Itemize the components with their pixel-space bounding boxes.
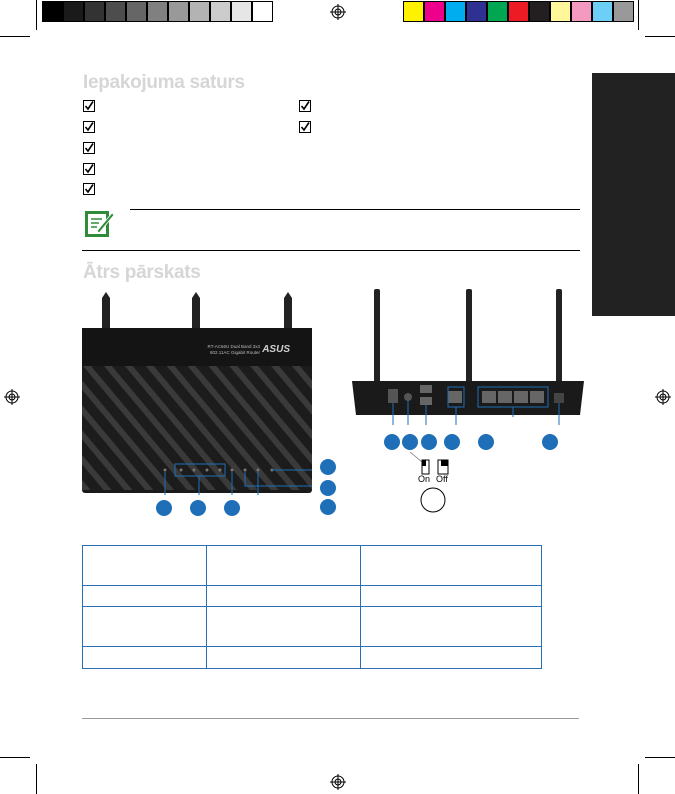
router-rear-illustration [352, 289, 584, 425]
spec-table [82, 545, 542, 669]
router-model-sublabel: 802.11AC Gigabit Router [210, 350, 260, 355]
callout-marker [402, 434, 418, 450]
checkbox-checked-icon [83, 121, 95, 133]
table-cell [206, 585, 361, 607]
table-cell [206, 646, 361, 669]
router-front-illustration: RT-AC66U Dual Band 3x3 802.11AC Gigabit … [82, 292, 312, 495]
table-cell [360, 545, 542, 586]
table-cell [82, 646, 207, 669]
callout-marker [320, 499, 336, 515]
callout-marker [190, 500, 206, 516]
side-language-tab [592, 73, 675, 316]
registration-mark-icon [330, 774, 346, 790]
checkbox-checked-icon [299, 100, 311, 112]
contents-title: Iepakojuma saturs [83, 72, 245, 93]
switch-on-label: On [418, 474, 431, 484]
table-row [82, 606, 542, 647]
table-row [82, 545, 542, 586]
table-cell [206, 606, 361, 647]
registration-mark-icon [4, 389, 20, 405]
table-cell [360, 585, 542, 607]
note-top-rule [130, 209, 580, 210]
registration-mark-icon [655, 389, 671, 405]
callout-marker [444, 434, 460, 450]
table-row [82, 585, 542, 607]
callout-marker [320, 459, 336, 475]
table-cell [82, 606, 207, 647]
table-row [82, 646, 542, 669]
router-model-label: RT-AC66U Dual Band 3x3 [208, 344, 261, 349]
checkbox-checked-icon [83, 100, 95, 112]
overview-title: Ātrs pārskats [83, 262, 201, 283]
registration-mark-icon [330, 4, 346, 20]
checkbox-checked-icon [83, 163, 95, 175]
table-cell [82, 585, 207, 607]
table-cell [206, 545, 361, 586]
callout-marker [224, 500, 240, 516]
callout-marker [384, 434, 400, 450]
table-cell [82, 545, 207, 586]
checkbox-checked-icon [299, 121, 311, 133]
note-bottom-rule [82, 250, 580, 251]
table-cell [360, 646, 542, 669]
table-cell [360, 606, 542, 647]
note-pencil-icon [85, 211, 115, 237]
callout-marker [478, 434, 494, 450]
power-switch-detail [409, 451, 449, 513]
callout-marker [542, 434, 558, 450]
checkbox-checked-icon [83, 142, 95, 154]
checkbox-checked-icon [83, 183, 95, 195]
switch-off-label: Off [436, 474, 448, 484]
footer-rule [82, 718, 579, 719]
asus-logo: ASUS [261, 344, 290, 355]
callout-marker [320, 480, 336, 496]
callout-marker [421, 434, 437, 450]
callout-marker [156, 500, 172, 516]
